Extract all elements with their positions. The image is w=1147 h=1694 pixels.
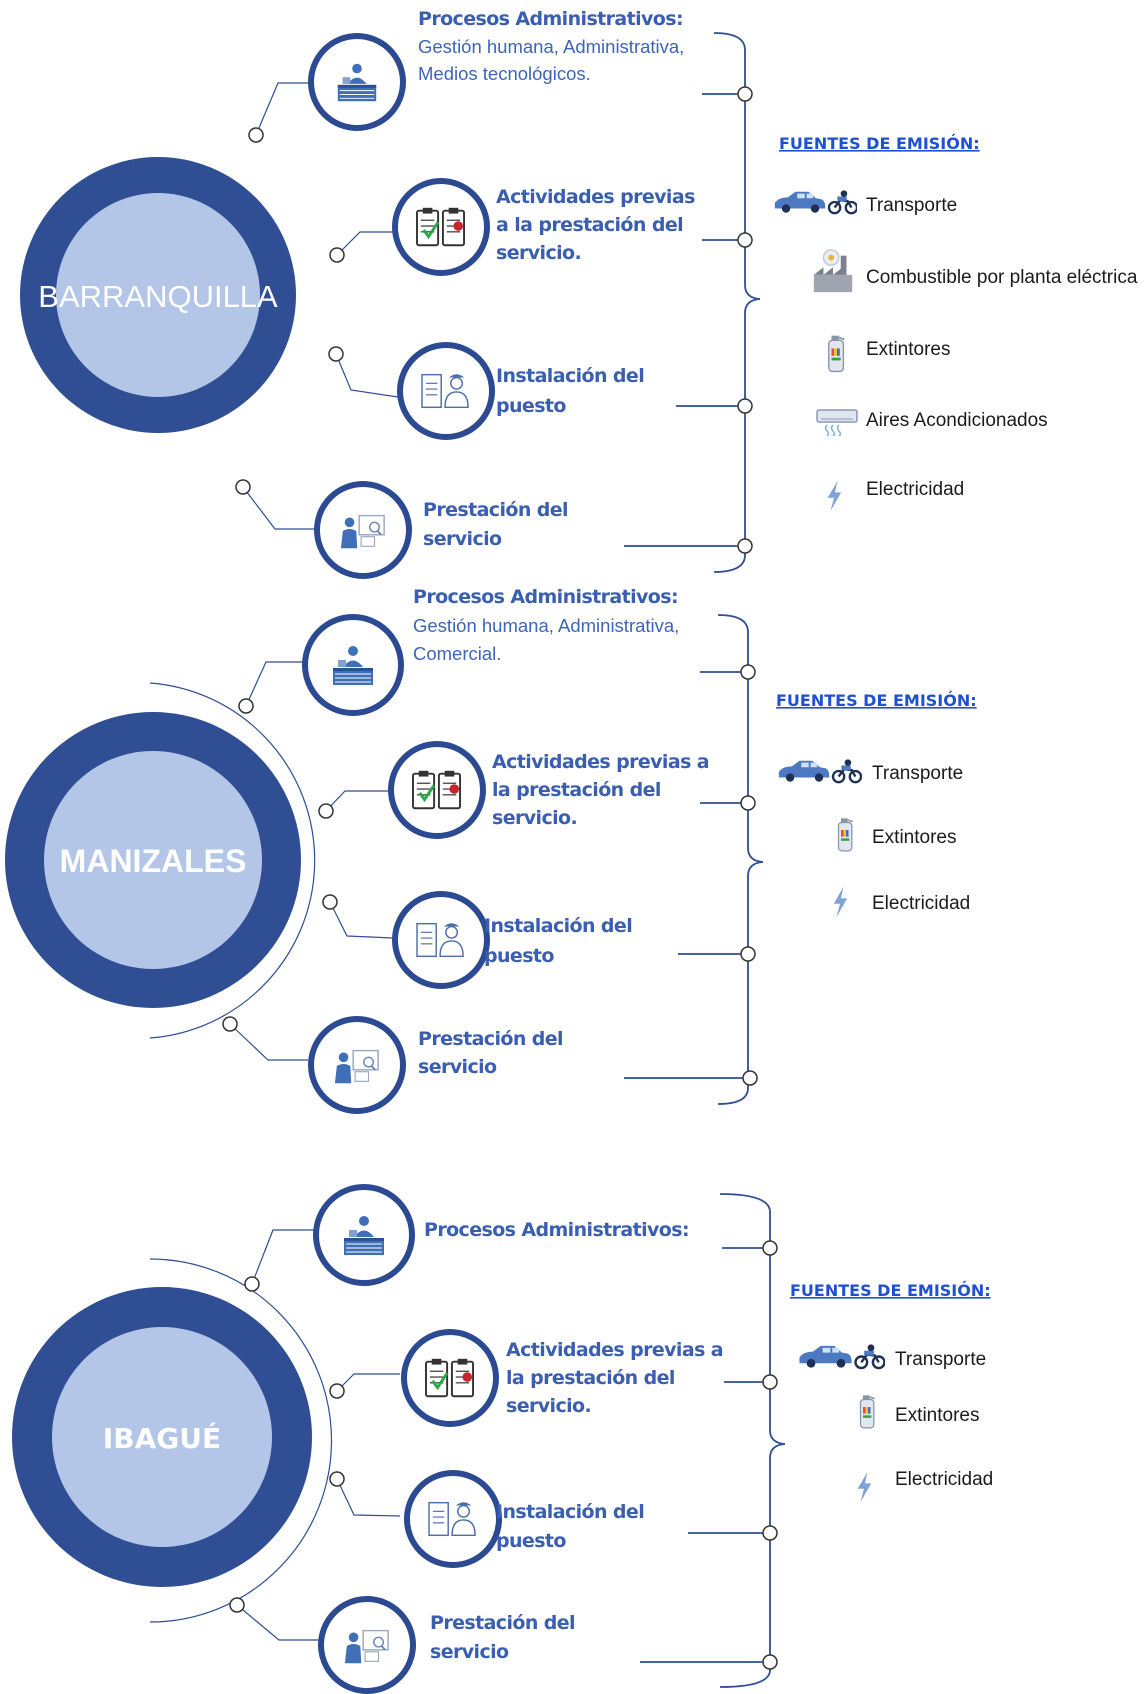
process-post-installation bbox=[397, 342, 495, 440]
process-post-installation bbox=[392, 891, 490, 989]
air-conditioner-icon bbox=[816, 409, 858, 436]
process-label: servicio bbox=[423, 528, 502, 550]
process-label: Procesos Administrativos: bbox=[424, 1219, 689, 1241]
process-label: Actividades previas bbox=[496, 186, 695, 208]
source-label: Combustible por planta eléctrica bbox=[866, 267, 1138, 288]
process-label: Instalación del bbox=[496, 365, 644, 387]
car-motorcycle-icon bbox=[777, 758, 862, 784]
process-previous-activities bbox=[392, 178, 490, 276]
source-label: Extintores bbox=[895, 1405, 979, 1426]
process-label: servicio bbox=[430, 1641, 509, 1663]
power-plant-icon bbox=[813, 249, 853, 293]
section-ibague: IBAGUÉ Procesos Administrativos: Activid… bbox=[12, 1184, 993, 1694]
process-admin bbox=[313, 1184, 415, 1286]
lightning-icon bbox=[857, 1471, 872, 1503]
process-previous-activities bbox=[388, 741, 486, 839]
process-label: servicio. bbox=[496, 242, 581, 264]
process-description: Comercial. bbox=[413, 643, 501, 664]
process-description: Medios tecnológicos. bbox=[418, 63, 591, 84]
fire-extinguisher-icon bbox=[859, 1394, 876, 1429]
process-description: Gestión humana, Administrativa, bbox=[413, 615, 679, 636]
city-ring-inner bbox=[44, 751, 262, 969]
source-label: Aires Acondicionados bbox=[866, 410, 1048, 431]
process-label: la prestación del bbox=[492, 779, 661, 801]
process-service-delivery bbox=[308, 1016, 406, 1114]
process-label: Procesos Administrativos: bbox=[418, 8, 683, 30]
section-barranquilla: BARRANQUILLA Procesos Administrativos: bbox=[20, 8, 1138, 579]
source-label: Extintores bbox=[866, 339, 950, 360]
process-service-delivery bbox=[314, 481, 412, 579]
lightning-icon bbox=[827, 480, 842, 512]
section-manizales: MANIZALES Procesos Administrativos: Gest… bbox=[5, 586, 977, 1114]
source-label: Transporte bbox=[895, 1349, 986, 1370]
fuentes-title: FUENTES DE EMISIÓN: bbox=[790, 1281, 991, 1300]
source-label: Extintores bbox=[872, 827, 956, 848]
process-admin bbox=[308, 33, 406, 131]
process-label: puesto bbox=[496, 395, 566, 417]
process-label: Prestación del bbox=[430, 1612, 575, 1634]
process-label: Instalación del bbox=[496, 1501, 644, 1523]
source-label: Transporte bbox=[872, 763, 963, 784]
process-previous-activities bbox=[401, 1329, 499, 1427]
car-motorcycle-icon bbox=[798, 1343, 885, 1370]
lightning-icon bbox=[833, 886, 848, 918]
process-label: servicio. bbox=[492, 807, 577, 829]
process-service-delivery bbox=[318, 1596, 416, 1694]
city-ring-inner bbox=[52, 1327, 272, 1547]
process-label: puesto bbox=[484, 945, 554, 967]
process-label: Prestación del bbox=[418, 1028, 563, 1050]
process-label: Actividades previas a bbox=[506, 1339, 723, 1361]
fuentes-title: FUENTES DE EMISIÓN: bbox=[776, 691, 977, 710]
process-label: Actividades previas a bbox=[492, 751, 709, 773]
car-motorcycle-icon bbox=[773, 189, 857, 215]
process-label: Prestación del bbox=[423, 499, 568, 521]
city-label: MANIZALES bbox=[60, 843, 247, 879]
process-post-installation bbox=[404, 1470, 502, 1568]
city-ring-inner bbox=[56, 193, 260, 397]
fire-extinguisher-icon bbox=[827, 334, 846, 373]
process-label: servicio bbox=[418, 1056, 497, 1078]
source-label: Electricidad bbox=[895, 1469, 993, 1490]
fuentes-title: FUENTES DE EMISIÓN: bbox=[779, 134, 980, 153]
process-description: Gestión humana, Administrativa, bbox=[418, 36, 684, 57]
process-label: puesto bbox=[496, 1530, 566, 1552]
source-label: Transporte bbox=[866, 195, 957, 216]
process-admin bbox=[302, 614, 404, 716]
process-label: servicio. bbox=[506, 1395, 591, 1417]
fire-extinguisher-icon bbox=[837, 817, 854, 852]
city-label: BARRANQUILLA bbox=[38, 279, 278, 314]
process-label: la prestación del bbox=[506, 1367, 675, 1389]
source-label: Electricidad bbox=[866, 479, 964, 500]
city-label: IBAGUÉ bbox=[103, 1421, 221, 1455]
process-label: Instalación del bbox=[484, 915, 632, 937]
source-label: Electricidad bbox=[872, 893, 970, 914]
process-label: a la prestación del bbox=[496, 214, 683, 236]
process-label: Procesos Administrativos: bbox=[413, 586, 678, 608]
